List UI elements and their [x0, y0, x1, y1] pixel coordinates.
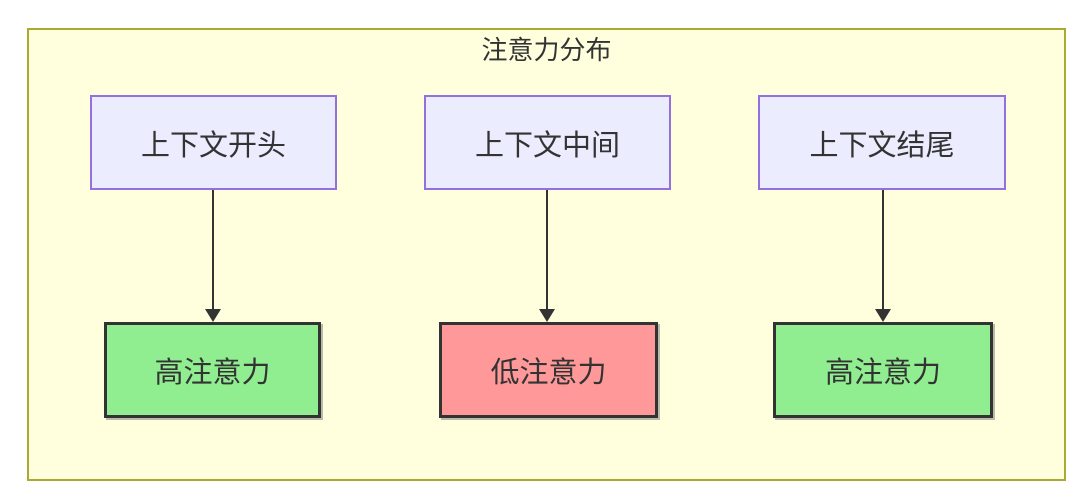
node-context-end: 上下文结尾 — [758, 95, 1006, 190]
node-attention-high-1: 高注意力 — [104, 322, 321, 418]
diagram-title: 注意力分布 — [481, 35, 612, 65]
attention-cluster: 注意力分布 上下文开头 上下文中间 上下文结尾 高注意力 低注意力 — [27, 28, 1066, 481]
arrowhead-down-icon — [875, 309, 891, 322]
node-label: 低注意力 — [490, 357, 607, 389]
node-label: 上下文开头 — [140, 129, 286, 162]
arrowhead-down-icon — [205, 309, 221, 322]
arrow-connector-end-to-high — [875, 190, 891, 322]
node-label: 高注意力 — [154, 357, 271, 389]
arrow-connector-middle-to-low — [539, 190, 555, 322]
arrow-shaft — [882, 190, 884, 310]
node-attention-low: 低注意力 — [439, 322, 658, 418]
node-label: 上下文中间 — [474, 129, 620, 162]
node-context-middle: 上下文中间 — [424, 95, 671, 190]
arrow-shaft — [546, 190, 548, 310]
arrowhead-down-icon — [539, 309, 555, 322]
arrow-shaft — [212, 190, 214, 310]
arrow-connector-start-to-high — [205, 190, 221, 322]
node-label: 高注意力 — [824, 357, 941, 389]
node-context-start: 上下文开头 — [90, 95, 337, 190]
node-attention-high-2: 高注意力 — [773, 322, 993, 418]
node-label: 上下文结尾 — [809, 129, 955, 162]
